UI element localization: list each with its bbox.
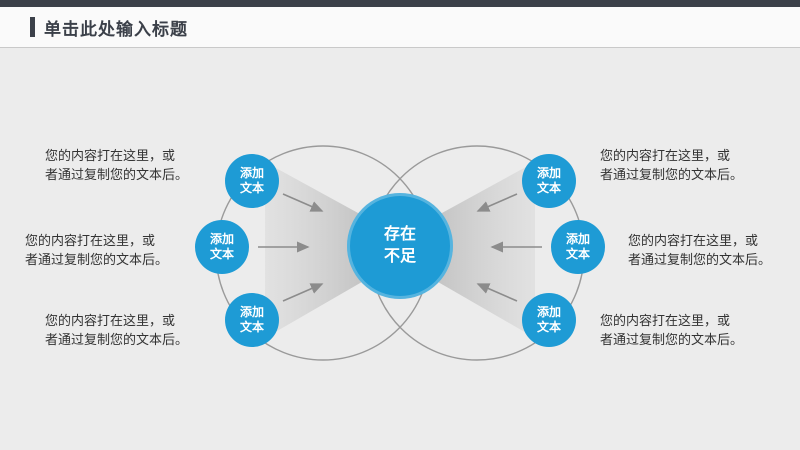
add-text-label: 添加 文本 bbox=[536, 166, 561, 195]
body-text-left-middle[interactable]: 您的内容打在这里，或 者通过复制您的文本后。 bbox=[25, 233, 169, 267]
add-text-label: 添加 文本 bbox=[209, 232, 234, 261]
body-text-left-bottom[interactable]: 您的内容打在这里，或 者通过复制您的文本后。 bbox=[45, 313, 189, 347]
add-text-label: 添加 文本 bbox=[239, 166, 264, 195]
add-text-node-right-bottom[interactable]: 添加 文本 bbox=[522, 293, 576, 347]
center-topic-label: 存在 不足 bbox=[383, 226, 416, 265]
slide-header: 单击此处输入标题 bbox=[0, 7, 800, 48]
add-text-node-right-top[interactable]: 添加 文本 bbox=[522, 154, 576, 208]
body-text-right-top[interactable]: 您的内容打在这里，或 者通过复制您的文本后。 bbox=[600, 148, 744, 182]
arrow-left-bottom bbox=[282, 283, 324, 302]
add-text-label: 添加 文本 bbox=[239, 305, 264, 334]
arrow-right-top bbox=[476, 193, 518, 212]
title-accent-bar bbox=[30, 17, 35, 37]
arrow-group bbox=[258, 193, 542, 302]
body-text-right-middle[interactable]: 您的内容打在这里，或 者通过复制您的文本后。 bbox=[628, 233, 772, 267]
slide-body: 存在 不足 添加 文本 添加 文本 添加 文本 添加 文本 添加 文本 添加 文… bbox=[0, 48, 800, 450]
top-accent-strip bbox=[0, 0, 800, 7]
add-text-label: 添加 文本 bbox=[536, 305, 561, 334]
add-text-node-right-middle[interactable]: 添加 文本 bbox=[551, 220, 605, 274]
body-text-right-bottom[interactable]: 您的内容打在这里，或 者通过复制您的文本后。 bbox=[600, 313, 744, 347]
add-text-node-left-top[interactable]: 添加 文本 bbox=[225, 154, 279, 208]
body-text-left-top[interactable]: 您的内容打在这里，或 者通过复制您的文本后。 bbox=[45, 148, 189, 182]
slide-title-placeholder[interactable]: 单击此处输入标题 bbox=[44, 19, 188, 39]
add-text-node-left-bottom[interactable]: 添加 文本 bbox=[225, 293, 279, 347]
arrow-left-top bbox=[282, 193, 324, 212]
arrow-right-bottom bbox=[476, 283, 518, 302]
center-topic-node[interactable]: 存在 不足 bbox=[347, 193, 453, 299]
add-text-node-left-middle[interactable]: 添加 文本 bbox=[195, 220, 249, 274]
diagram-background-graphics bbox=[215, 145, 585, 361]
add-text-label: 添加 文本 bbox=[565, 232, 590, 261]
